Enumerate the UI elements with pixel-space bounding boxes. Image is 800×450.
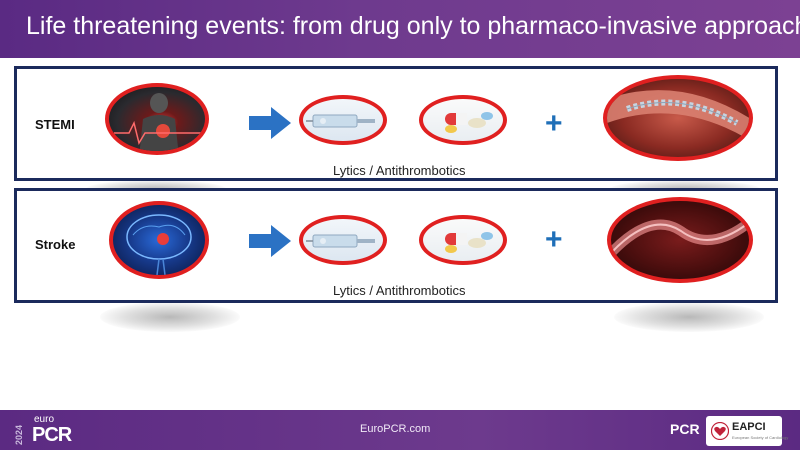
pcr-partner-logo: PCR	[670, 421, 700, 437]
arrow-right-icon	[249, 225, 291, 257]
title-bar: Life threatening events: from drug only …	[0, 0, 800, 58]
stemi-panel: STEMI +	[14, 66, 778, 181]
pills-icon	[445, 232, 493, 253]
heart-attack-figure	[114, 93, 204, 151]
plus-icon: +	[545, 107, 563, 140]
caption-lytics-stroke: Lytics / Antithrombotics	[333, 283, 466, 298]
slide-title: Life threatening events: from drug only …	[26, 12, 800, 40]
pills-image	[419, 215, 507, 265]
stroke-panel: Stroke +	[14, 188, 778, 303]
logo-pcr-text: PCR	[32, 424, 72, 446]
eapci-text: EAPCI	[732, 421, 766, 433]
brain-icon	[126, 214, 192, 275]
stent-icon	[607, 90, 749, 140]
row-label-stroke: Stroke	[35, 237, 76, 252]
shadow	[100, 302, 240, 332]
syringe-image	[299, 215, 387, 265]
logo-euro-text: euro	[34, 414, 55, 425]
arrow-right-icon	[249, 107, 291, 139]
heart-icon	[711, 422, 729, 440]
syringe-icon	[306, 234, 375, 248]
shadow	[614, 302, 764, 332]
pills-image	[419, 95, 507, 145]
footer-url[interactable]: EuroPCR.com	[360, 423, 431, 435]
vessel-icon	[611, 217, 749, 257]
brain-image	[109, 201, 209, 279]
eapci-logo: EAPCI European Society of Cardiology	[706, 416, 788, 446]
plus-icon: +	[545, 223, 563, 256]
vessel-image	[607, 197, 753, 283]
svg-text:2024: 2024	[14, 425, 24, 445]
syringe-icon	[306, 114, 375, 128]
year-label: 2024	[14, 425, 24, 445]
pills-icon	[445, 112, 493, 133]
eapci-subtext: European Society of Cardiology	[732, 435, 789, 440]
syringe-image	[299, 95, 387, 145]
row-label-stemi: STEMI	[35, 117, 75, 132]
stented-artery-image	[603, 75, 753, 161]
caption-lytics-stemi: Lytics / Antithrombotics	[333, 163, 466, 178]
heart-attack-image	[105, 83, 209, 155]
footer-bar: 2024 euro PCR EuroPCR.com	[0, 410, 800, 450]
